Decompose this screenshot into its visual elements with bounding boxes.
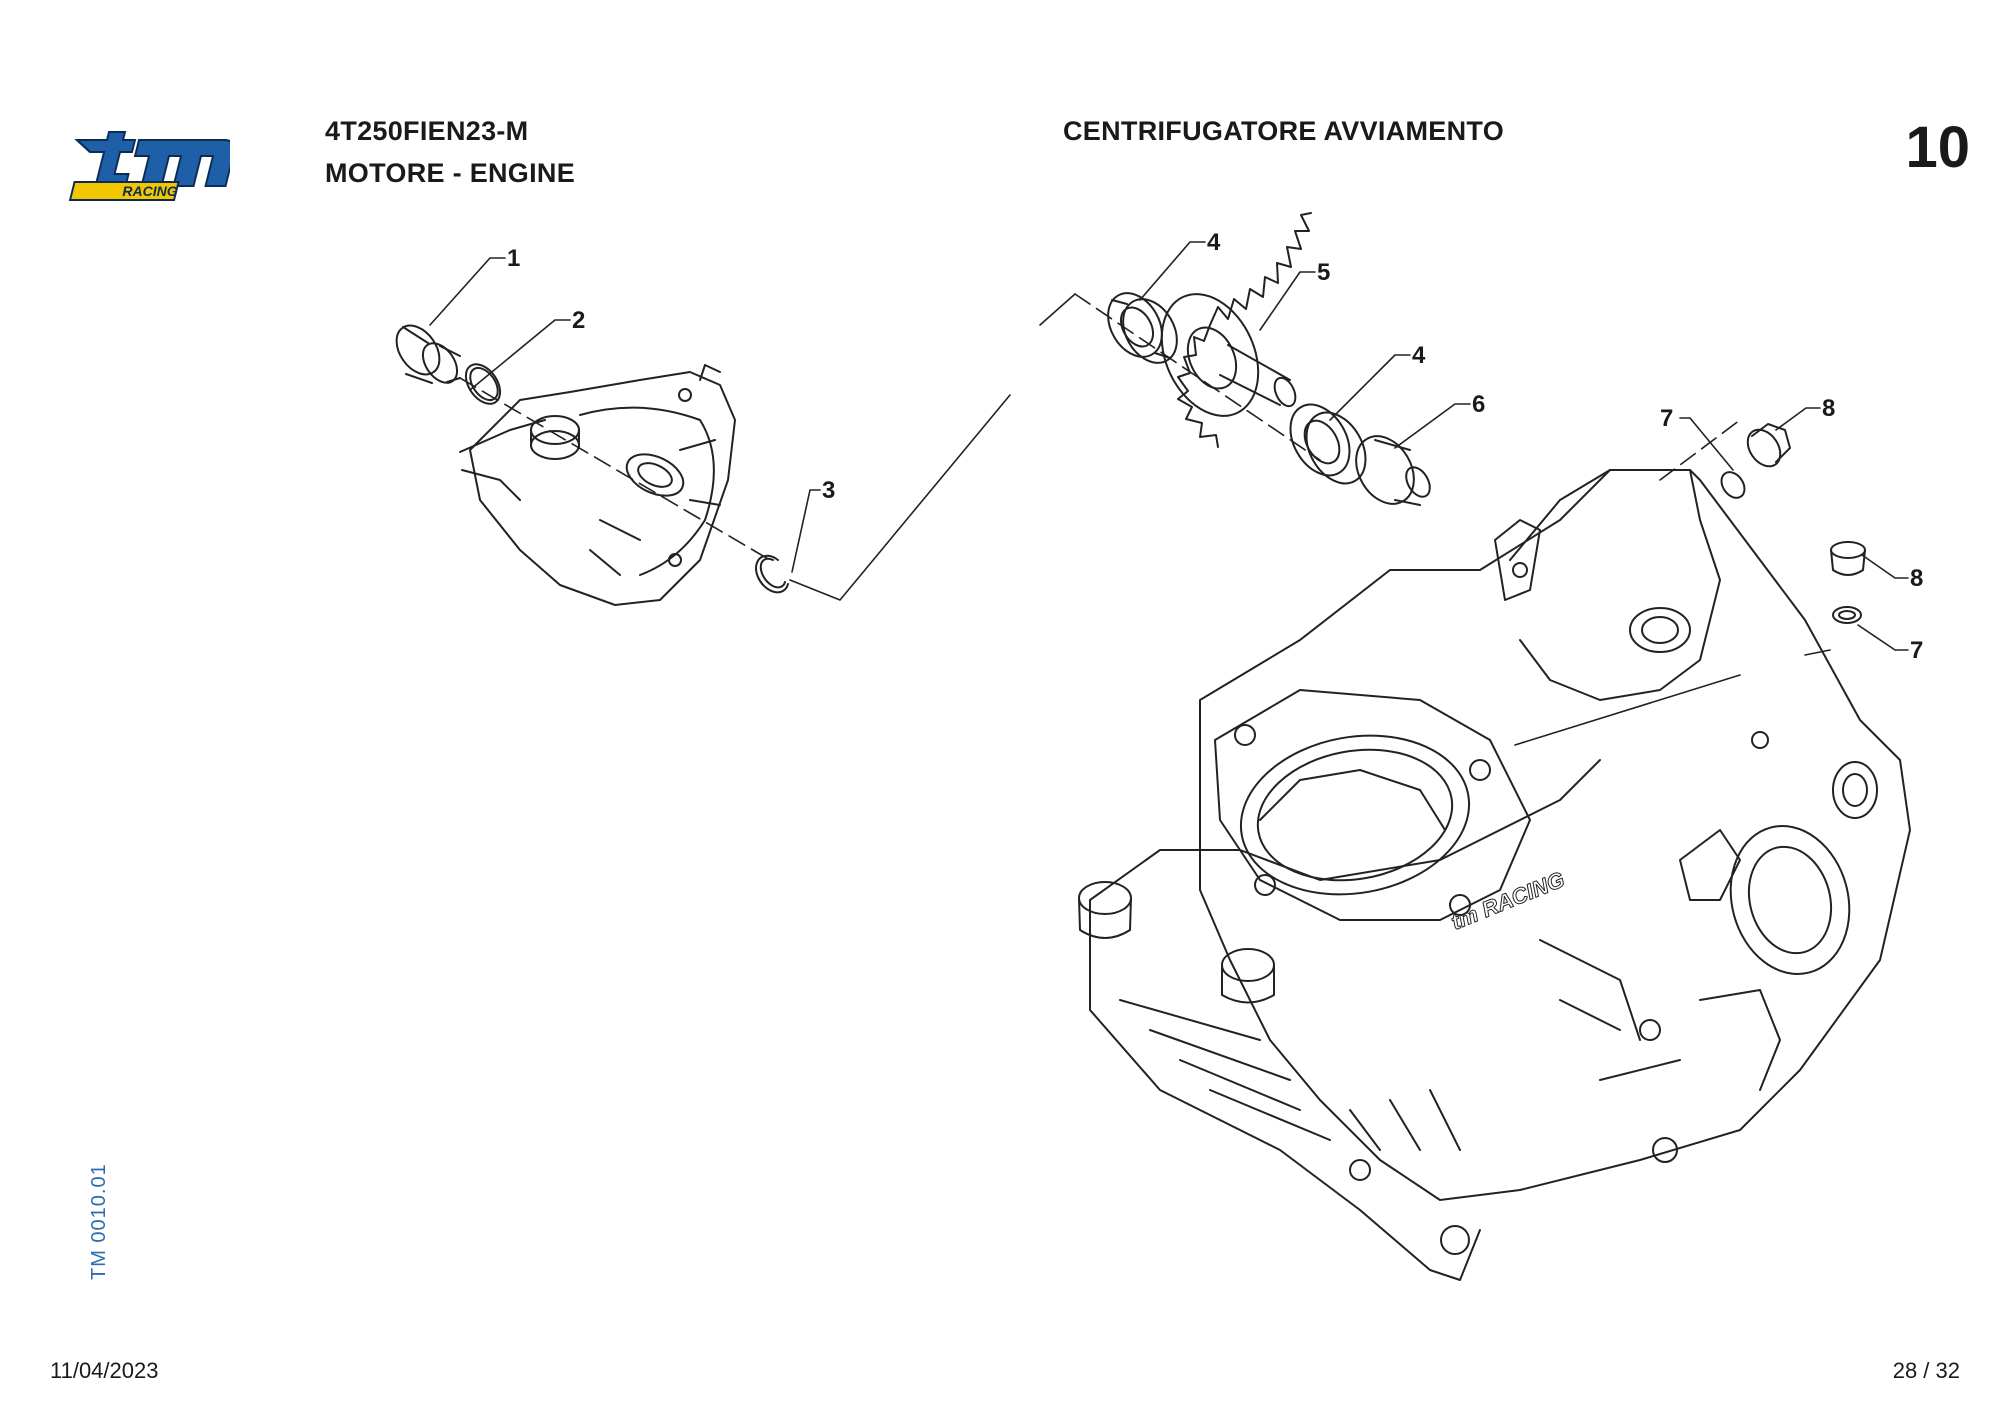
logo-racing-text: RACING [122, 183, 177, 199]
document-code: TM 0010.01 [88, 1163, 110, 1280]
section-number: 10 [1905, 115, 1970, 180]
print-date: 11/04/2023 [50, 1358, 159, 1383]
callout-1: 1 [507, 245, 520, 272]
callout-4b: 4 [1412, 342, 1426, 369]
engine-crankcase [1078, 469, 1911, 1281]
callout-5: 5 [1317, 259, 1330, 286]
callout-7a: 7 [1660, 405, 1673, 432]
part-4-bearing-b [1289, 403, 1367, 485]
part-3-circlip [755, 554, 789, 594]
part-6-bushing [1355, 435, 1431, 506]
page-counter: 28 / 32 [1892, 1358, 1960, 1383]
part-7-washer-b [1832, 606, 1862, 624]
part-7-washer-a [1720, 471, 1746, 499]
logo-letter-t [74, 131, 137, 187]
part-5-gear [1160, 212, 1312, 448]
callout-7b: 7 [1910, 637, 1923, 664]
section-title: CENTRIFUGATORE AVVIAMENTO [1063, 116, 1505, 146]
model-code: 4T250FIEN23-M [325, 116, 529, 146]
callout-2: 2 [572, 307, 585, 334]
part-2-o-ring [464, 363, 502, 405]
crankcase-logo: tm RACING [1448, 867, 1568, 935]
tm-racing-logo: RACING [68, 131, 230, 201]
logo-racing-band [68, 181, 180, 201]
callout-6: 6 [1472, 391, 1485, 418]
cover-housing [459, 364, 736, 606]
callout-4a: 4 [1207, 229, 1221, 256]
part-8-bolt-a [1746, 423, 1791, 468]
part-4-bearing-a [1107, 292, 1178, 364]
callout-8b: 8 [1910, 565, 1923, 592]
callout-8a: 8 [1822, 395, 1835, 422]
callout-3: 3 [822, 477, 835, 504]
part-1-plug [395, 324, 461, 384]
group-title: MOTORE - ENGINE [325, 158, 576, 188]
part-8-bolt-b [1830, 541, 1866, 576]
